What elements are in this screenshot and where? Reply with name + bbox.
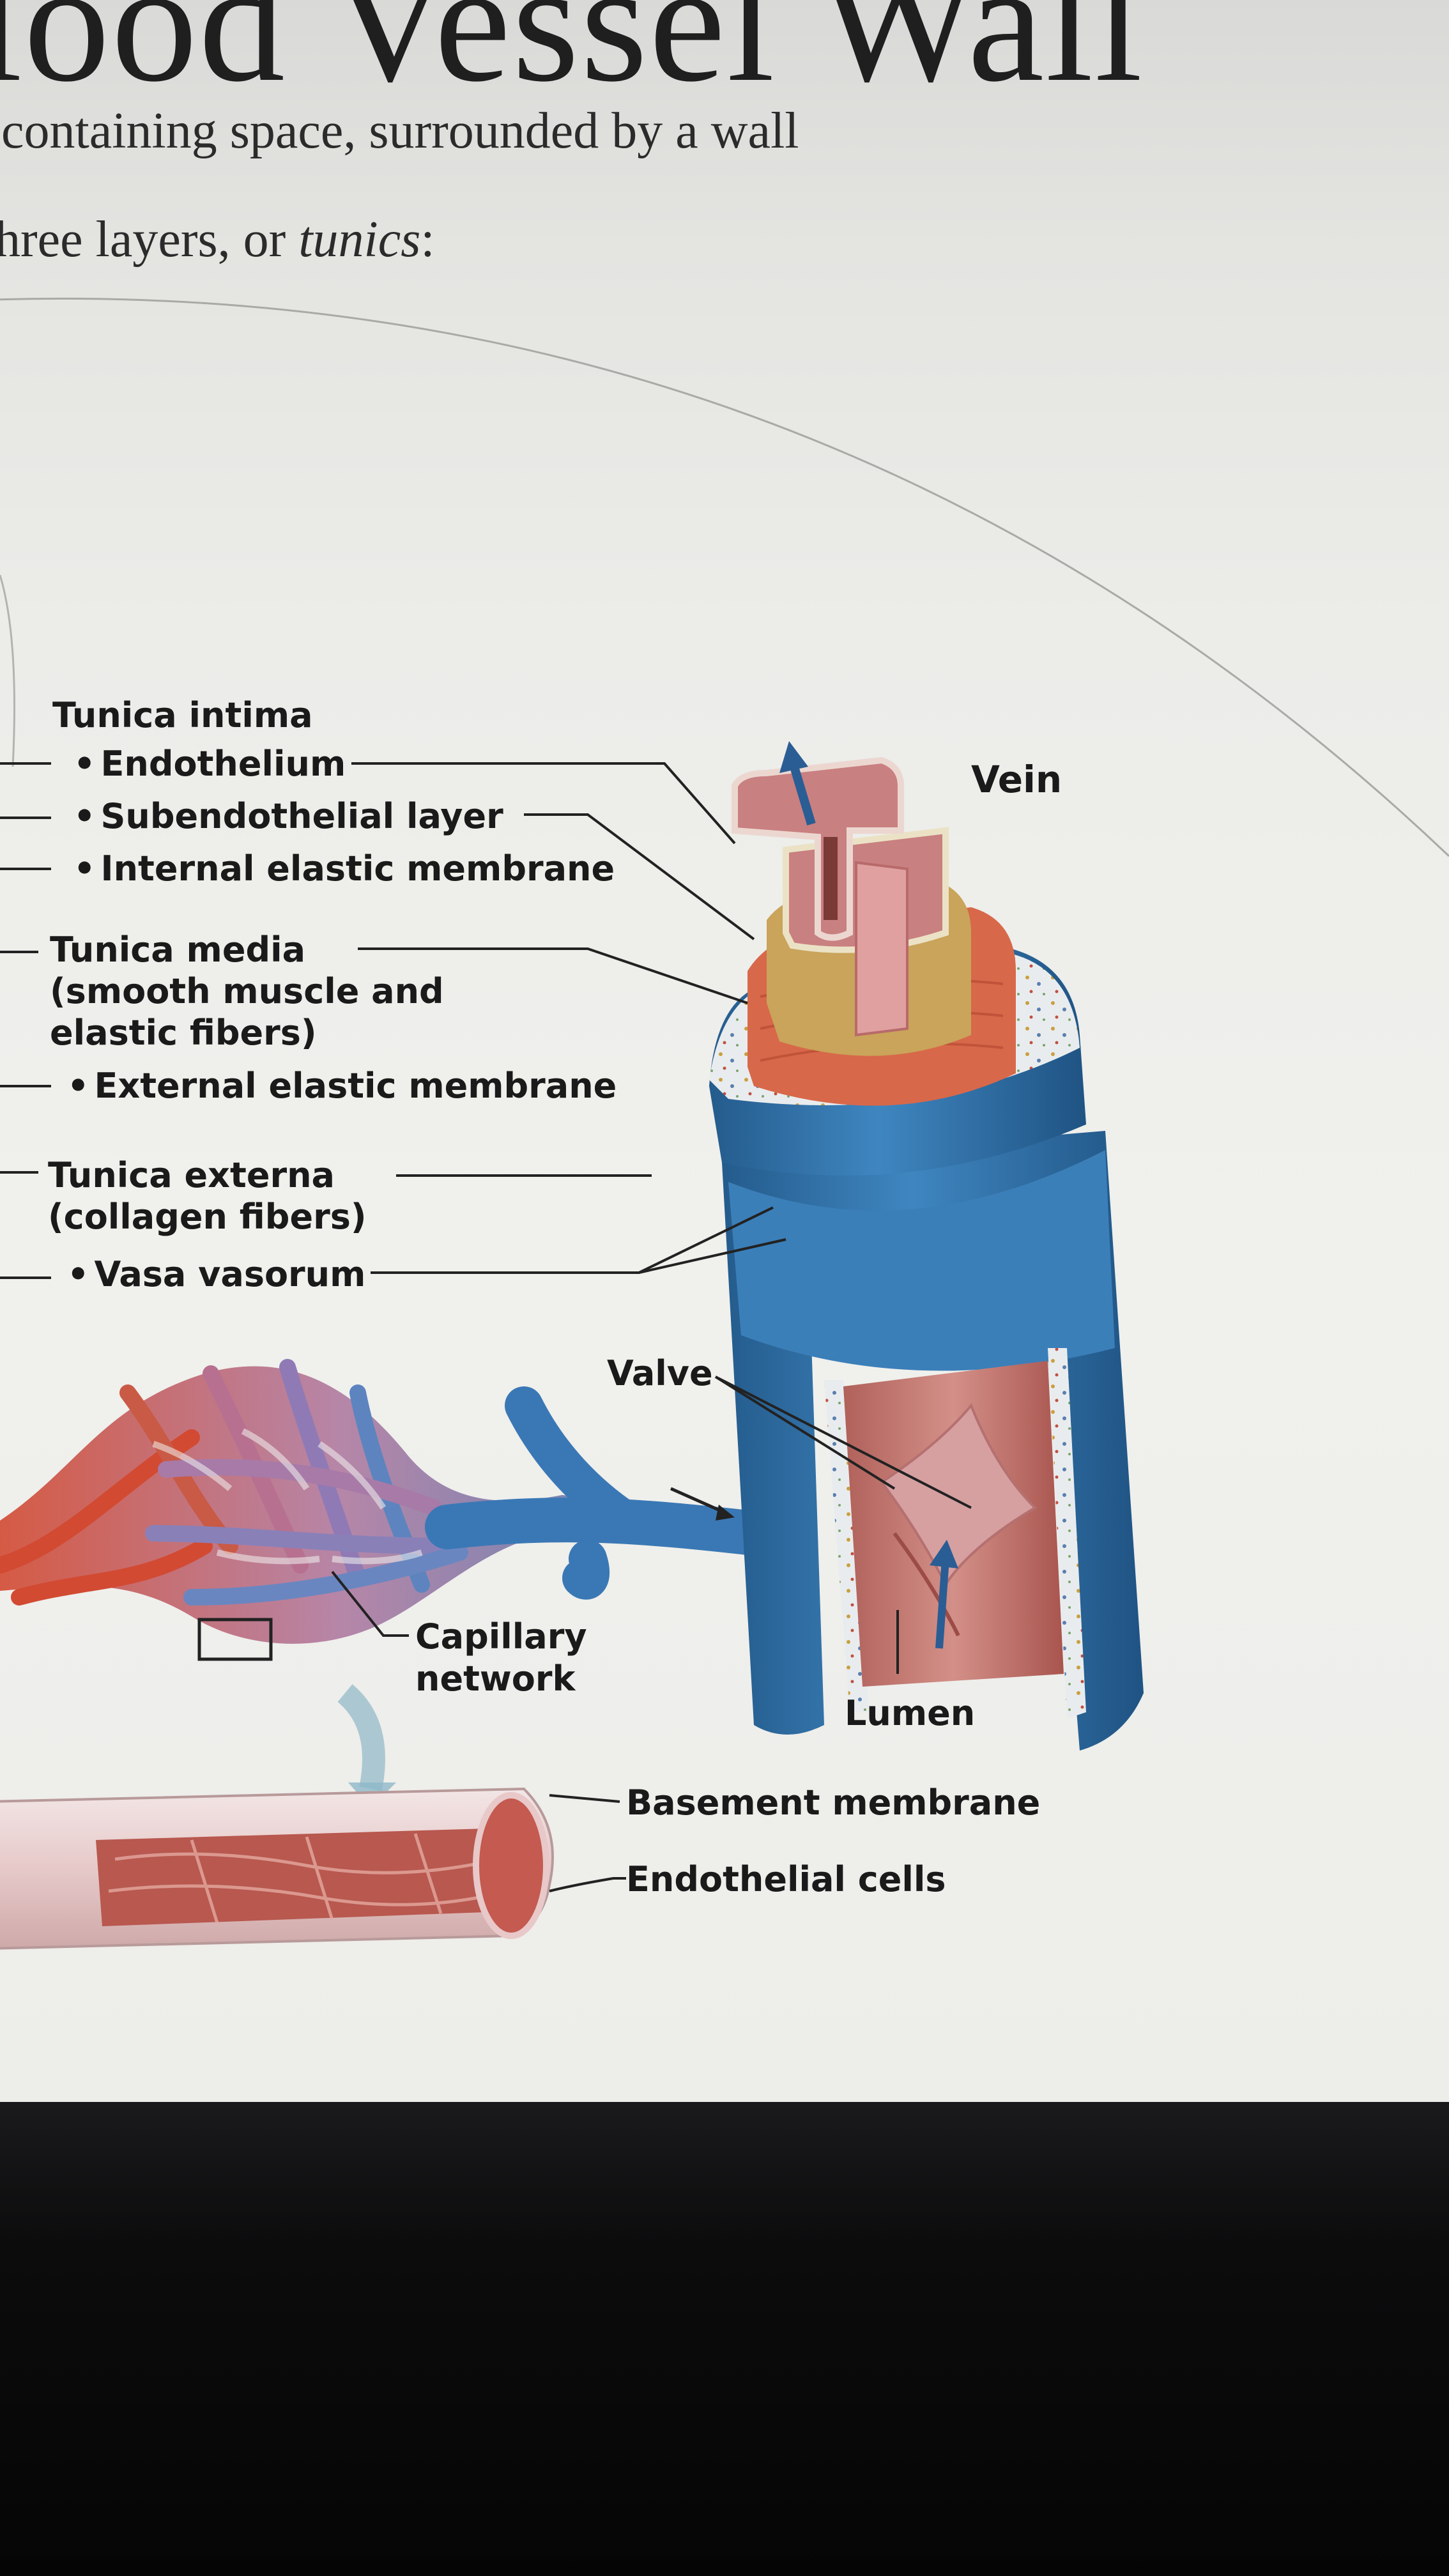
- capillary-closeup: [0, 1787, 554, 1950]
- bullet-dot: •: [73, 744, 96, 784]
- monitor-bezel: [0, 2102, 1449, 2576]
- label-capillary: Capillary: [415, 1616, 587, 1657]
- label-subendothelial-text: Subendothelial layer: [100, 796, 503, 836]
- slide-line-2-prefix: hree layers, or: [0, 211, 299, 268]
- label-externa-detail: (collagen fibers): [48, 1197, 367, 1237]
- background-arc-left: [0, 574, 15, 767]
- slide-line-2: hree layers, or tunics:: [0, 211, 435, 269]
- label-basement-membrane: Basement membrane: [626, 1782, 1041, 1823]
- slide-line-1: containing space, surrounded by a wall: [1, 103, 799, 159]
- background-arc: [0, 297, 1449, 857]
- label-external-elastic-text: External elastic membrane: [94, 1066, 617, 1106]
- bullet-dot: •: [73, 796, 96, 836]
- label-endothelium: •Endothelium: [73, 744, 346, 785]
- label-subendothelial-layer: •Subendothelial layer: [73, 796, 503, 837]
- label-lumen: Lumen: [845, 1693, 976, 1733]
- label-endothelial-cells: Endothelial cells: [626, 1859, 946, 1899]
- label-endothelium-text: Endothelium: [100, 744, 346, 784]
- label-external-elastic-membrane: •External elastic membrane: [67, 1066, 617, 1107]
- slide-line-2-suffix: :: [420, 211, 435, 268]
- label-vein: Vein: [971, 758, 1062, 801]
- bullet-dot: •: [73, 848, 96, 889]
- label-vasa-vasorum-text: Vasa vasorum: [94, 1254, 366, 1294]
- vein-layers: [709, 741, 1086, 1176]
- slide-line-2-italic: tunics: [298, 211, 421, 268]
- label-internal-elastic-text: Internal elastic membrane: [100, 848, 615, 889]
- label-tunica-intima: Tunica intima: [52, 695, 313, 735]
- bullet-dot: •: [67, 1066, 89, 1106]
- label-valve: Valve: [607, 1353, 713, 1393]
- label-media-detail-1: (smooth muscle and: [50, 971, 444, 1011]
- label-media-detail-2: elastic fibers): [50, 1013, 317, 1053]
- leader-lines: [0, 762, 972, 1892]
- label-vasa-vasorum: •Vasa vasorum: [67, 1254, 365, 1295]
- slide-screen: lood Vessel Wall containing space, surro…: [0, 0, 1449, 2102]
- vein-lower: [670, 1131, 1144, 1751]
- label-internal-elastic-membrane: •Internal elastic membrane: [73, 848, 615, 889]
- label-tunica-media: Tunica media: [50, 930, 306, 970]
- slide-title: lood Vessel Wall: [0, 0, 1144, 118]
- label-network: network: [415, 1659, 576, 1699]
- capillary-network: [0, 1359, 776, 1808]
- bullet-dot: •: [67, 1254, 89, 1294]
- label-tunica-externa: Tunica externa: [48, 1155, 335, 1195]
- vessel-diagram: [0, 297, 1449, 1950]
